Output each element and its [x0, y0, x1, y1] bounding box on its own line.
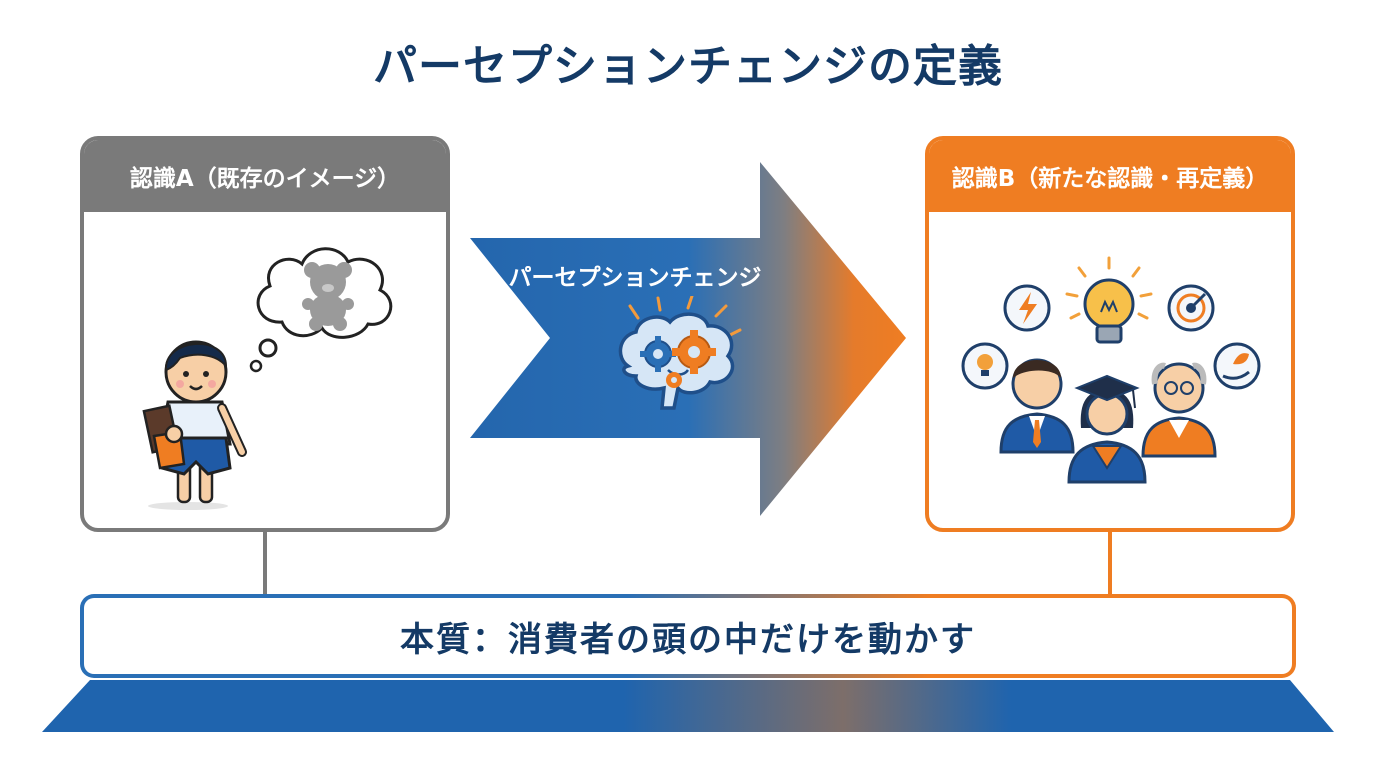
- teddy-bear-icon: [302, 262, 354, 331]
- businessman-icon: [999, 358, 1075, 454]
- hand-leaf-icon: [1213, 342, 1261, 390]
- panel-b-connector: [1108, 532, 1112, 594]
- panel-b-header: 認識B（新たな認識・再定義）: [929, 140, 1291, 212]
- target-icon: [1167, 284, 1215, 332]
- small-bulb-icon: [961, 342, 1009, 390]
- arrow-label: パーセプションチェンジ: [508, 265, 762, 291]
- chocolate-bar-icon: [142, 404, 186, 470]
- page-title: パーセプションチェンジの定義: [373, 41, 1003, 92]
- student-graduate-icon: [1067, 374, 1147, 484]
- panel-a-connector: [263, 532, 267, 594]
- panel-recognition-a: 認識A（既存のイメージ）: [80, 136, 450, 532]
- panel-a-header: 認識A（既存のイメージ）: [84, 140, 446, 212]
- child-teddy-illustration: [142, 247, 393, 510]
- lightbulb-icon: [1083, 278, 1135, 344]
- panel-recognition-b: 認識B（新たな認識・再定義）: [925, 136, 1295, 532]
- elderly-man-icon: [1141, 362, 1217, 458]
- essence-text: 本質：消費者の頭の中だけを動かす: [400, 619, 976, 660]
- essence-box: 本質：消費者の頭の中だけを動かす: [80, 594, 1296, 678]
- people-ideas-illustration: [961, 256, 1261, 484]
- lightning-icon: [1003, 284, 1051, 332]
- brain-gears-icon: [618, 296, 742, 410]
